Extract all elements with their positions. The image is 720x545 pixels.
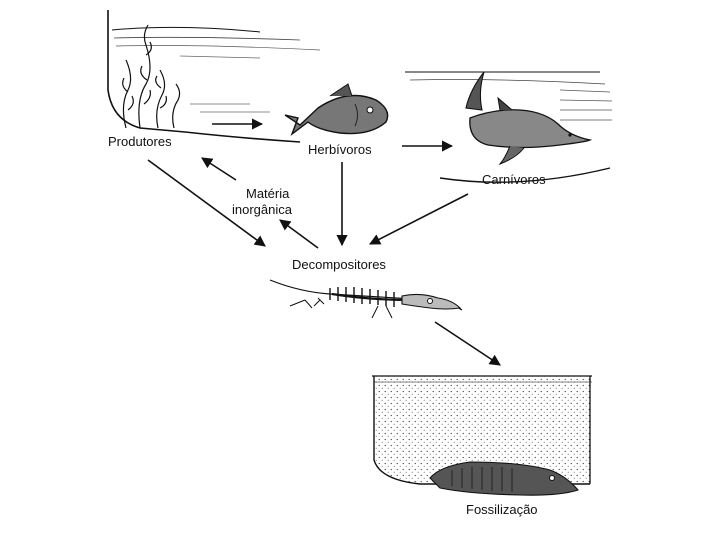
arrow-producers-to-decomposers	[147, 159, 266, 247]
label-producers: Produtores	[108, 134, 172, 149]
label-inorganic-matter-line2: inorgânica	[232, 202, 292, 217]
label-fossilization: Fossilização	[466, 502, 538, 517]
skeleton-icon	[269, 279, 463, 319]
arrow-carnivores-to-decomposers	[369, 193, 469, 245]
arrow-decomposers-to-fossilization	[434, 321, 501, 366]
label-inorganic-matter-line1: Matéria	[246, 186, 290, 201]
arrow-decomposers-to-inorganic	[279, 219, 319, 249]
arrow-inorganic-to-producers	[201, 157, 237, 181]
label-decomposers: Decompositores	[292, 257, 386, 272]
sediment-box	[372, 375, 592, 485]
fish-icon	[284, 83, 389, 136]
label-herbivores: Herbívoros	[308, 142, 372, 157]
fossil-icon	[429, 461, 579, 496]
dolphin-icon	[465, 71, 593, 166]
seaweed-icon	[122, 24, 181, 129]
label-carnivores: Carnívoros	[482, 172, 546, 187]
producers-habitat	[107, 10, 321, 143]
flow-arrows	[147, 118, 501, 366]
carnivores-habitat	[405, 71, 613, 183]
